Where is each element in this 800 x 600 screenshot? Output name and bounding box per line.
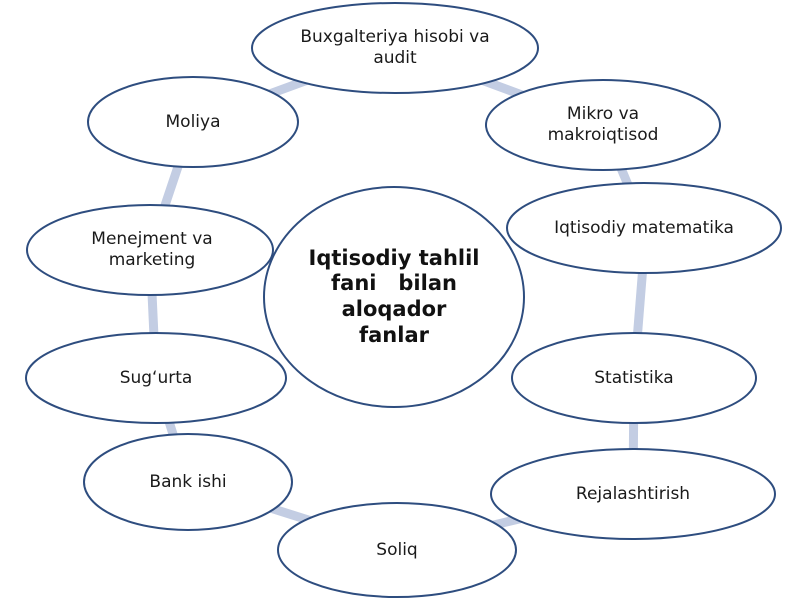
node-label-moliya: Moliya — [165, 111, 221, 132]
node-label-soliq: Soliq — [376, 539, 418, 560]
node-ellipse-rejalashtirish — [490, 448, 776, 540]
node-ellipse-bank — [83, 433, 293, 531]
node-label-bank: Bank ishi — [149, 471, 227, 492]
node-ellipse-menejment — [26, 204, 274, 296]
node-ellipse-moliya — [87, 76, 299, 168]
node-label-menejment: Menejment va marketing — [91, 229, 213, 270]
node-label-sugurta: Sug‘urta — [119, 367, 193, 388]
node-label-buxgalteriya: Buxgalteriya hisobi va audit — [300, 27, 490, 68]
node-label-rejalashtirish: Rejalashtirish — [575, 483, 691, 504]
node-ellipse-buxgalteriya — [251, 2, 539, 94]
node-ellipse-matematika — [506, 182, 782, 274]
node-ellipse-soliq — [277, 502, 517, 598]
node-label-statistika: Statistika — [594, 367, 674, 388]
center-ellipse — [263, 186, 525, 408]
node-ellipse-statistika — [511, 332, 757, 424]
node-label-mikro: Mikro va makroiqtisod — [547, 104, 659, 145]
center-label: Iqtisodiy tahlil fani bilan aloqador fan… — [308, 245, 487, 347]
node-ellipse-mikro — [485, 79, 721, 171]
node-label-matematika: Iqtisodiy matematika — [554, 217, 734, 238]
node-ellipse-sugurta — [25, 332, 287, 424]
